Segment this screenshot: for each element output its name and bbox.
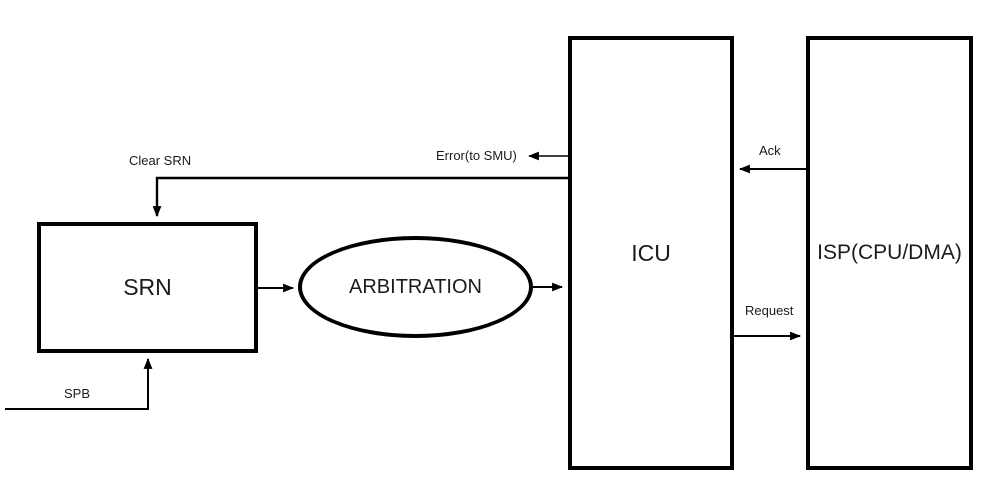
icu-box: ICU xyxy=(568,36,734,470)
clear-srn-label: Clear SRN xyxy=(129,153,192,168)
srn-label: SRN xyxy=(123,274,172,300)
spb-arrow xyxy=(5,357,153,410)
clear-srn-arrow xyxy=(152,176,568,218)
ack-label: Ack xyxy=(759,143,781,158)
icu-label: ICU xyxy=(631,239,671,266)
isp-label: ISP(CPU/DMA) xyxy=(817,241,962,264)
isp-box: ISP(CPU/DMA) xyxy=(806,36,973,470)
error-to-smu-label: Error(to SMU) xyxy=(436,148,517,163)
srn-box: SRN xyxy=(37,222,258,353)
arbitration-ellipse: ARBITRATION xyxy=(298,236,533,338)
spb-label: SPB xyxy=(64,386,91,401)
arbitration-label: ARBITRATION xyxy=(349,275,482,298)
request-label: Request xyxy=(745,303,794,318)
